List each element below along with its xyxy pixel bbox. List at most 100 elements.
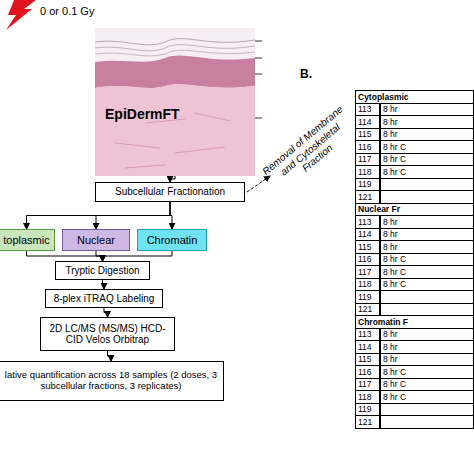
flow-connector — [27, 202, 171, 229]
table-cell-frame: Chromatin F — [355, 315, 474, 329]
table-cell-frame: 119 — [355, 178, 380, 192]
fraction-box: Chromatin — [137, 229, 207, 251]
flow-connector — [96, 202, 170, 229]
table-cell-frame: 8 hr C — [380, 278, 474, 292]
table-cell: 8 hr C — [383, 168, 406, 177]
table-cell-frame: 8 hr — [380, 340, 474, 354]
table-cell-frame: 121 — [355, 415, 380, 429]
table-cell-frame: 116 — [355, 253, 380, 267]
table-cell: 117 — [358, 155, 372, 164]
table-cell: 114 — [358, 343, 372, 352]
table-cell: 8 hr — [383, 343, 398, 352]
table-cell-frame: 121 — [355, 190, 380, 204]
table-header: Nuclear Fr — [358, 205, 400, 214]
fraction-box: Nuclear — [62, 229, 130, 251]
process-box: Subcellular Fractionation — [95, 182, 245, 202]
table-cell: 8 hr — [383, 218, 398, 227]
process-box: 8-plex iTRAQ Labeling — [45, 289, 163, 308]
table-cell-frame: 115 — [355, 240, 380, 254]
table-cell-frame: Nuclear Fr — [355, 203, 474, 217]
table-cell: 115 — [358, 355, 372, 364]
table-cell-frame: 8 hr — [380, 103, 474, 117]
table-cell — [380, 290, 474, 304]
removal-note: Removal of Membrane and Cytoskeletal Fra… — [257, 101, 363, 198]
flow-connector — [170, 202, 172, 229]
table-cell: 116 — [358, 143, 372, 152]
table-cell: 115 — [358, 243, 372, 252]
table-cell: 118 — [358, 168, 372, 177]
table-cell: 113 — [358, 330, 372, 339]
table-cell-frame: 114 — [355, 115, 380, 129]
table-cell: 118 — [358, 393, 372, 402]
box-text: Subcellular Fractionation — [115, 186, 225, 198]
table-cell-frame: 8 hr C — [380, 153, 474, 167]
flow-connector — [104, 308, 108, 317]
table-cell-frame: 114 — [355, 340, 380, 354]
table-cell — [380, 178, 474, 192]
table-cell: 8 hr — [383, 230, 398, 239]
tissue-micrograph — [95, 28, 255, 176]
tissue-image: EpiDermFT — [95, 28, 255, 176]
table-cell-frame: 115 — [355, 128, 380, 142]
process-box: lative quantification across 18 samples … — [0, 361, 224, 401]
table-cell: 114 — [358, 118, 372, 127]
box-text: 2D LC/MS (MS/MS) HCD-CID Velos Orbitrap — [41, 323, 174, 346]
table-cell-frame: 116 — [355, 365, 380, 379]
table-cell: 119 — [358, 180, 372, 189]
box-text: 8-plex iTRAQ Labeling — [54, 293, 155, 305]
table-cell-frame: 8 hr C — [380, 165, 474, 179]
tissue-title: EpiDermFT — [105, 106, 180, 122]
table-cell-frame: 8 hr C — [380, 140, 474, 154]
flow-connector — [103, 251, 173, 261]
table-cell-frame: 8 hr C — [380, 365, 474, 379]
table-cell-frame: 117 — [355, 378, 380, 392]
table-cell: 115 — [358, 130, 372, 139]
fraction-box: toplasmic — [0, 229, 55, 251]
table-cell: 121 — [358, 193, 372, 202]
table-cell: 117 — [358, 268, 372, 277]
table-cell: 116 — [358, 368, 372, 377]
table-cell: 121 — [358, 305, 372, 314]
table-header: Chromatin F — [358, 318, 408, 327]
box-text: lative quantification across 18 samples … — [0, 370, 223, 392]
box-text: Tryptic Digestion — [65, 265, 139, 277]
table-cell: 119 — [358, 293, 372, 302]
table-cell-frame: 8 hr C — [380, 265, 474, 279]
table-cell-frame: 117 — [355, 153, 380, 167]
box-text: Chromatin — [147, 234, 198, 247]
table-cell-frame: 8 hr C — [380, 253, 474, 267]
flow-connector — [103, 280, 105, 289]
process-box: Tryptic Digestion — [55, 261, 150, 280]
table-cell-frame: 114 — [355, 228, 380, 242]
table-cell-frame: Cytoplasmic — [355, 90, 474, 104]
table-cell-frame: 118 — [355, 165, 380, 179]
table-cell: 116 — [358, 255, 372, 264]
table-cell-frame: 8 hr — [380, 353, 474, 367]
table-cell: 8 hr C — [383, 380, 406, 389]
table-cell-frame: 8 hr — [380, 228, 474, 242]
table-cell-frame: 117 — [355, 265, 380, 279]
table-cell: 8 hr C — [383, 143, 406, 152]
table-cell: 113 — [358, 105, 372, 114]
table-cell: 8 hr — [383, 130, 398, 139]
table-cell-frame: 8 hr C — [380, 378, 474, 392]
table-cell: 8 hr C — [383, 368, 406, 377]
table-cell-frame: 113 — [355, 328, 380, 342]
table-cell-frame: 113 — [355, 103, 380, 117]
table-cell: 114 — [358, 230, 372, 239]
table-cell: 121 — [358, 418, 372, 427]
table-cell: 8 hr C — [383, 280, 406, 289]
flow-connector — [108, 351, 112, 361]
removal-dashed-arrow — [247, 176, 270, 192]
table-cell-frame: 8 hr — [380, 240, 474, 254]
table-cell — [380, 403, 474, 417]
lightning-bolt — [6, 0, 36, 30]
dose-label: 0 or 0.1 Gy — [40, 5, 94, 18]
table-cell: 8 hr — [383, 118, 398, 127]
table-cell-frame: 8 hr — [380, 128, 474, 142]
table-cell: 119 — [358, 405, 372, 414]
table-cell-frame: 118 — [355, 390, 380, 404]
table-cell: 117 — [358, 380, 372, 389]
table-cell-frame: 121 — [355, 303, 380, 317]
